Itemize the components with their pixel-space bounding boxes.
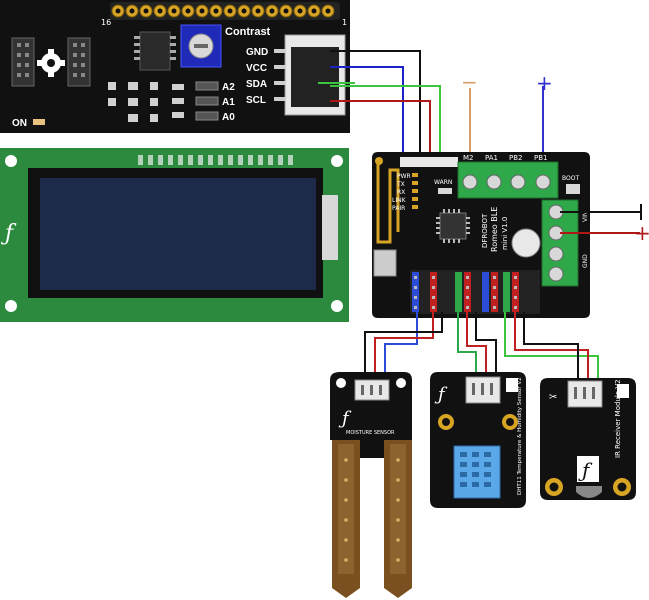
board-model-text: mini V1.0: [501, 217, 509, 250]
pcf8574-chip: [134, 31, 176, 71]
digital-signal-icon: [506, 378, 518, 392]
lcd-pin-header: 16 1: [101, 2, 347, 27]
pin-header-16-label: 16: [101, 18, 111, 27]
pin-vcc-label: VCC: [246, 63, 267, 74]
status-leds: PWR TX RX LINK PAIR: [392, 173, 418, 212]
io-pin-headers: [410, 270, 540, 314]
terminal-pb1-label: PB1: [534, 154, 547, 162]
terminal-pb2-label: PB2: [509, 154, 522, 162]
contrast-potentiometer[interactable]: [180, 24, 222, 68]
lcd-module: ƒ: [0, 148, 349, 322]
led-pwr-label: PWR: [397, 173, 411, 180]
boot-button[interactable]: [566, 184, 580, 194]
pin-header-1-label: 1: [342, 18, 347, 27]
jumper-a1-label: A1: [222, 97, 235, 108]
digital-signal-icon: [617, 384, 629, 398]
wires-lower: [364, 312, 599, 382]
led-pair-label: PAIR: [392, 205, 405, 212]
moisture-sensor-label: MOISTURE SENSOR: [346, 430, 395, 436]
terminal-m2-label: M2: [463, 154, 474, 162]
ir-receiver-module: ✂ ƒ ƒ IR Receiver Module V2: [540, 378, 636, 500]
power-led-label: ON: [12, 118, 27, 129]
df-logo-icon: ƒ: [0, 221, 17, 246]
i2c-connector: [274, 34, 346, 116]
jumper-a2-label: A2: [222, 82, 235, 93]
df-logo-icon: ƒ: [338, 408, 352, 429]
ir-receiver-sensor: [576, 486, 602, 498]
terminal-pa1-label: PA1: [485, 154, 498, 162]
power-led: [33, 119, 45, 125]
smd-components: [108, 82, 184, 122]
capacitor: [511, 228, 541, 258]
pin-scl-label: SCL: [246, 95, 266, 106]
ir-receiver-label: IR Receiver Module V2: [614, 379, 622, 458]
motor-terminal-block: [457, 161, 559, 199]
polarity-plus-top: +: [536, 71, 553, 95]
address-jumpers[interactable]: [195, 81, 219, 121]
power-terminal-block: [541, 199, 579, 287]
romeo-ble-controller: M2 PA1 PB2 PB1 BOOT PWR TX RX LINK PAIR …: [372, 152, 590, 318]
terminal-gnd-label: GND: [582, 254, 589, 268]
polarity-minus-top: −: [461, 70, 478, 94]
polarity-plus-right: +: [634, 221, 649, 245]
df-logo-icon: ƒ: [434, 384, 448, 405]
wires-upper: [318, 50, 544, 162]
led-link-label: LINK: [392, 197, 407, 204]
left-connector-blocks: [11, 37, 91, 87]
led-tx-label: TX: [396, 181, 405, 188]
boot-label: BOOT: [562, 175, 579, 182]
led-rx-label: RX: [397, 189, 405, 196]
warn-label: WARN: [434, 179, 452, 186]
pin-sda-label: SDA: [246, 79, 267, 90]
dht11-sensor-label: DHT11 Temperature & Humidity Sensor V2: [517, 377, 523, 495]
dht11-sensor-module: ƒ DHT11 Temperature & Humidity Sensor V2: [430, 372, 526, 508]
board-name-text: Romeo BLE: [490, 207, 499, 252]
ir-symbol-icon: ✂: [549, 392, 557, 403]
mcu-chip: [436, 209, 470, 243]
pin-gnd-label: GND: [246, 47, 268, 58]
jumper-a0-label: A0: [222, 112, 235, 123]
i2c-backpack-board: 16 1: [0, 0, 350, 133]
df-logo-icon: ƒ: [578, 458, 593, 482]
terminal-vin-label: VIN: [582, 212, 589, 222]
gear-logo-icon: [37, 49, 65, 77]
moisture-sensor-module: ƒ MOISTURE SENSOR: [330, 372, 412, 598]
contrast-label: Contrast: [225, 26, 271, 38]
board-logo-text: DFROBOT: [481, 213, 489, 248]
usb-port: [373, 249, 397, 277]
lcd-display-area: [40, 178, 316, 290]
power-leads: [560, 211, 640, 234]
